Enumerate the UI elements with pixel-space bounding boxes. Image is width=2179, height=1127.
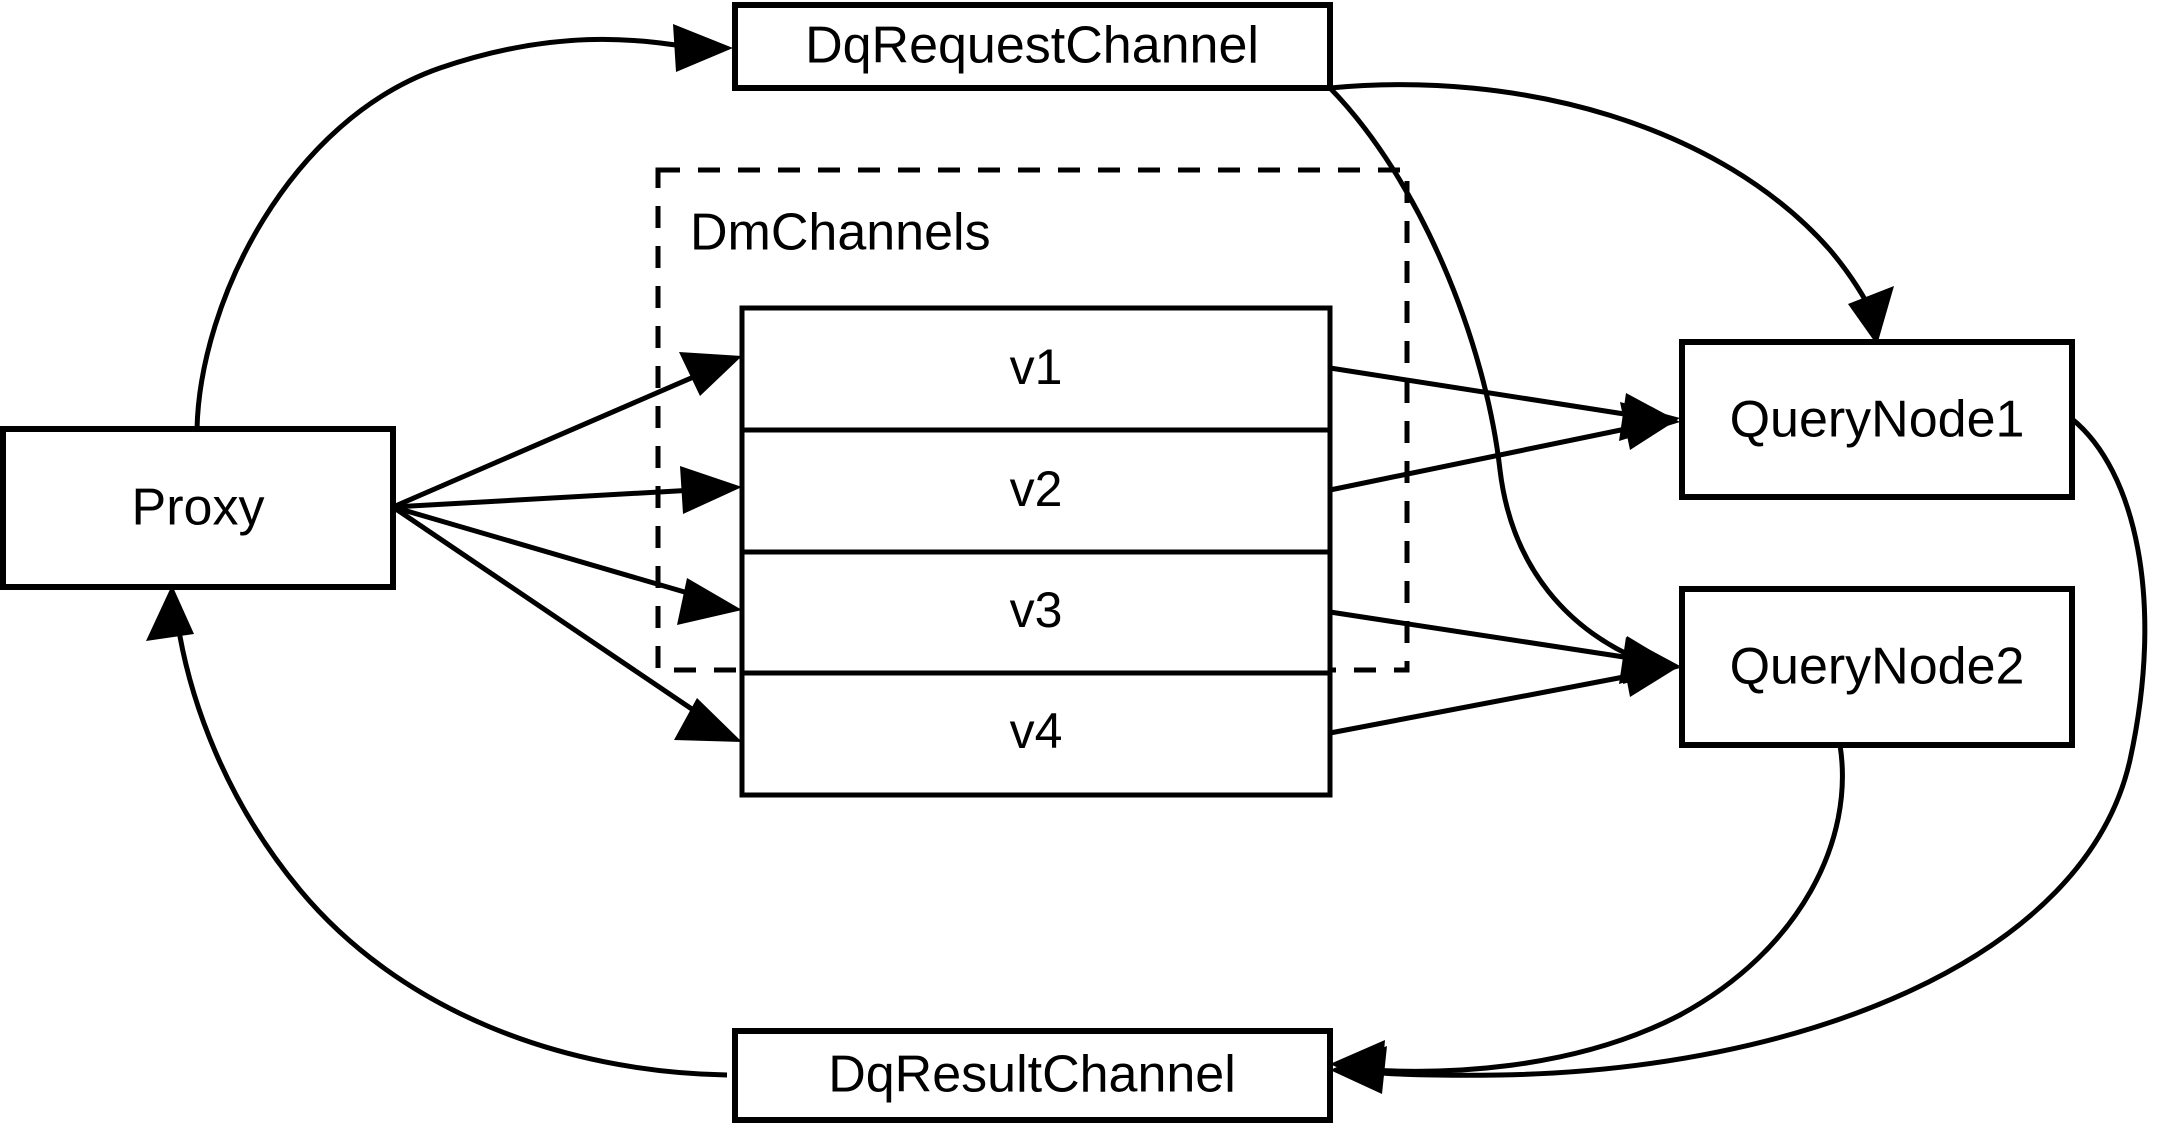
node-dqrequestchannel[interactable]: DqRequestChannel — [732, 2, 1333, 91]
channel-row-v4[interactable] — [739, 670, 1333, 798]
channel-row-v4-label: v4 — [1010, 703, 1063, 759]
channel-row-v2[interactable] — [739, 427, 1333, 555]
dqresultchannel-box[interactable] — [732, 1028, 1333, 1123]
querynode1-label: QueryNode1 — [1730, 391, 2025, 449]
edge-proxy-to-v2 — [392, 466, 742, 514]
node-querynode1[interactable]: QueryNode1 — [1679, 339, 2075, 500]
channel-row-v1-label: v1 — [1010, 339, 1063, 395]
proxy-box[interactable] — [0, 426, 396, 590]
querynode2-label: QueryNode2 — [1730, 638, 2025, 696]
arrow-head-icon — [680, 466, 742, 514]
dqrequestchannel-label: DqRequestChannel — [805, 17, 1259, 75]
arrow-head-icon — [674, 698, 742, 742]
arrow-head-icon — [679, 352, 742, 396]
group-dmchannels: DmChannels — [655, 167, 1410, 673]
channel-row-v2-label: v2 — [1010, 461, 1063, 517]
channel-row-v1[interactable] — [739, 305, 1333, 433]
edge-proxy-to-dqrequestchannel — [194, 24, 733, 430]
edge-proxy-to-v4 — [391, 504, 742, 742]
channel-row-v3-label: v3 — [1010, 582, 1063, 638]
edge-v4-to-querynode2 — [1329, 650, 1680, 736]
channel-row-v3[interactable] — [739, 549, 1333, 676]
arrow-head-icon — [146, 585, 194, 641]
dmchannels-label: DmChannels — [690, 204, 991, 262]
dmchannels-dashed-border — [655, 167, 1410, 673]
edge-dqrequestchannel-to-querynode1 — [1329, 82, 1894, 345]
arrow-head-icon — [677, 578, 742, 625]
node-proxy[interactable]: Proxy — [0, 426, 396, 590]
arrow-head-icon — [1848, 286, 1894, 345]
node-dqresultchannel[interactable]: DqResultChannel — [732, 1028, 1333, 1123]
arrow-head-icon — [1621, 650, 1680, 697]
edge-proxy-to-v3 — [392, 504, 742, 625]
proxy-label: Proxy — [132, 479, 265, 537]
querynode1-box[interactable] — [1679, 339, 2075, 500]
edge-querynode1-to-dqresultchannel — [1330, 417, 2148, 1094]
querynode2-box[interactable] — [1679, 586, 2075, 748]
edge-dqresultchannel-to-proxy — [146, 585, 728, 1078]
edge-dqrequestchannel-to-querynode2 — [1328, 86, 1680, 684]
edge-querynode2-to-dqresultchannel — [1330, 744, 1845, 1088]
arrow-head-icon — [1620, 402, 1680, 450]
dmchannels-table: v1 v2 v3 v4 — [739, 305, 1333, 798]
edge-v2-to-querynode1 — [1329, 402, 1680, 493]
dqresultchannel-label: DqResultChannel — [828, 1046, 1236, 1104]
arrow-head-icon — [1330, 1040, 1385, 1088]
node-querynode2[interactable]: QueryNode2 — [1679, 586, 2075, 748]
edge-proxy-to-v1 — [392, 352, 742, 510]
dqrequestchannel-box[interactable] — [732, 2, 1333, 91]
arrow-head-icon — [673, 24, 733, 72]
